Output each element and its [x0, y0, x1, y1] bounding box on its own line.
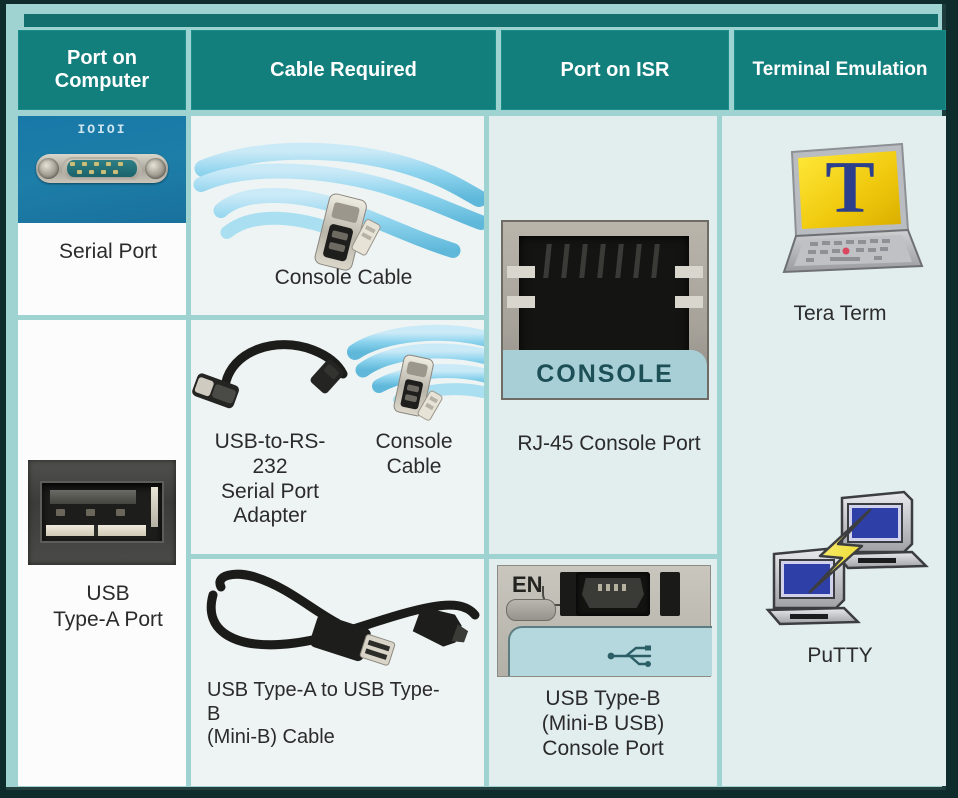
column-header-port-on-computer: Port on Computer — [18, 30, 186, 110]
tera-term-laptop-icon: T — [782, 142, 924, 274]
usb-rs232-caption-line1: USB-to-RS- — [214, 430, 326, 453]
cell-serial-port: IOIOI — [18, 116, 186, 315]
console-band-label: CONSOLE — [536, 359, 674, 388]
mini-b-usb-console-port-photo: EN — [497, 565, 712, 677]
column-header-label: Port on Computer — [54, 47, 150, 92]
usb-rs232-caption-line3: Serial Port — [220, 479, 320, 503]
console-cable-2-caption-line1: Console — [375, 430, 453, 453]
usb-type-b-caption-line3: Console Port — [542, 736, 664, 760]
usb-type-a-port-caption-line2: Type-A Port — [53, 608, 163, 631]
serial-port-caption: Serial Port — [58, 240, 158, 263]
cell-terminal-emulation: T Tera Term — [722, 116, 946, 786]
table-frame: Port on Computer Cable Required Port on … — [6, 4, 946, 790]
usb-type-a-port-caption-line1: USB — [86, 582, 130, 605]
cell-usb-type-a-port: USB Type-A Port — [18, 320, 186, 786]
en-label: EN — [512, 572, 543, 597]
usb-rs232-caption-line4: Adapter — [233, 504, 307, 528]
serial-port-io-marking: IOIOI — [77, 122, 127, 137]
en-button — [506, 599, 556, 621]
tera-term-caption: Tera Term — [793, 302, 887, 325]
usb-a-to-mini-b-cable-illustration — [206, 569, 480, 666]
usb-to-rs232-adapter-illustration — [192, 324, 484, 421]
cell-usb-a-to-mini-b-cable: USB Type-A to USB Type- B (Mini-B) Cable — [191, 559, 484, 786]
usb-type-a-port-photo — [28, 460, 176, 565]
usb-type-b-caption-line2: (Mini-B USB) — [541, 711, 665, 735]
rj45-jack-photo: CONSOLE — [501, 220, 709, 400]
table-header-row: Port on Computer Cable Required Port on … — [18, 30, 946, 110]
cell-console-cable-top: Console Cable — [191, 116, 484, 315]
column-header-label: Port on ISR — [560, 58, 670, 81]
column-header-label: Cable Required — [270, 58, 417, 81]
console-cable-caption: Console Cable — [274, 266, 413, 289]
usb-symbol-icon — [607, 645, 652, 667]
putty-two-computers-lightning-icon — [765, 490, 929, 626]
column-header-terminal-emulation: Terminal Emulation — [734, 30, 946, 110]
db9-connector-icon — [36, 144, 168, 192]
column-header-cable-required: Cable Required — [191, 30, 496, 110]
tera-term-letter: T — [825, 147, 874, 229]
column-header-label: Terminal Emulation — [752, 59, 928, 81]
console-label-band: CONSOLE — [503, 350, 707, 398]
putty-caption: PuTTY — [807, 644, 873, 667]
usb-rs232-caption-line2: 232 — [252, 454, 288, 478]
serial-port-photo: IOIOI — [18, 116, 186, 223]
console-cable-illustration — [193, 142, 484, 271]
usb-port-blue-band — [508, 626, 712, 676]
usb-a-to-b-caption-line3: (Mini-B) Cable — [207, 726, 335, 749]
rj45-console-port-caption: RJ-45 Console Port — [517, 432, 701, 455]
cell-usb-type-b-console-port: EN — [489, 559, 717, 786]
cell-rj45-console-port: CONSOLE RJ-45 Console Port — [489, 116, 717, 554]
usb-type-b-caption-line1: USB Type-B — [545, 687, 661, 710]
cell-usb-rs232-adapter-and-cable: USB-to-RS- 232 Serial Port Adapter Conso… — [191, 320, 484, 554]
usb-a-to-b-caption-line2: B — [207, 702, 221, 725]
column-header-port-on-isr: Port on ISR — [501, 30, 729, 110]
mini-b-usb-jack-icon — [576, 572, 650, 616]
usb-a-to-b-caption-line1: USB Type-A to USB Type- — [207, 679, 440, 701]
console-cable-2-caption-line2: Cable — [386, 454, 442, 478]
top-accent-bar — [24, 14, 938, 27]
